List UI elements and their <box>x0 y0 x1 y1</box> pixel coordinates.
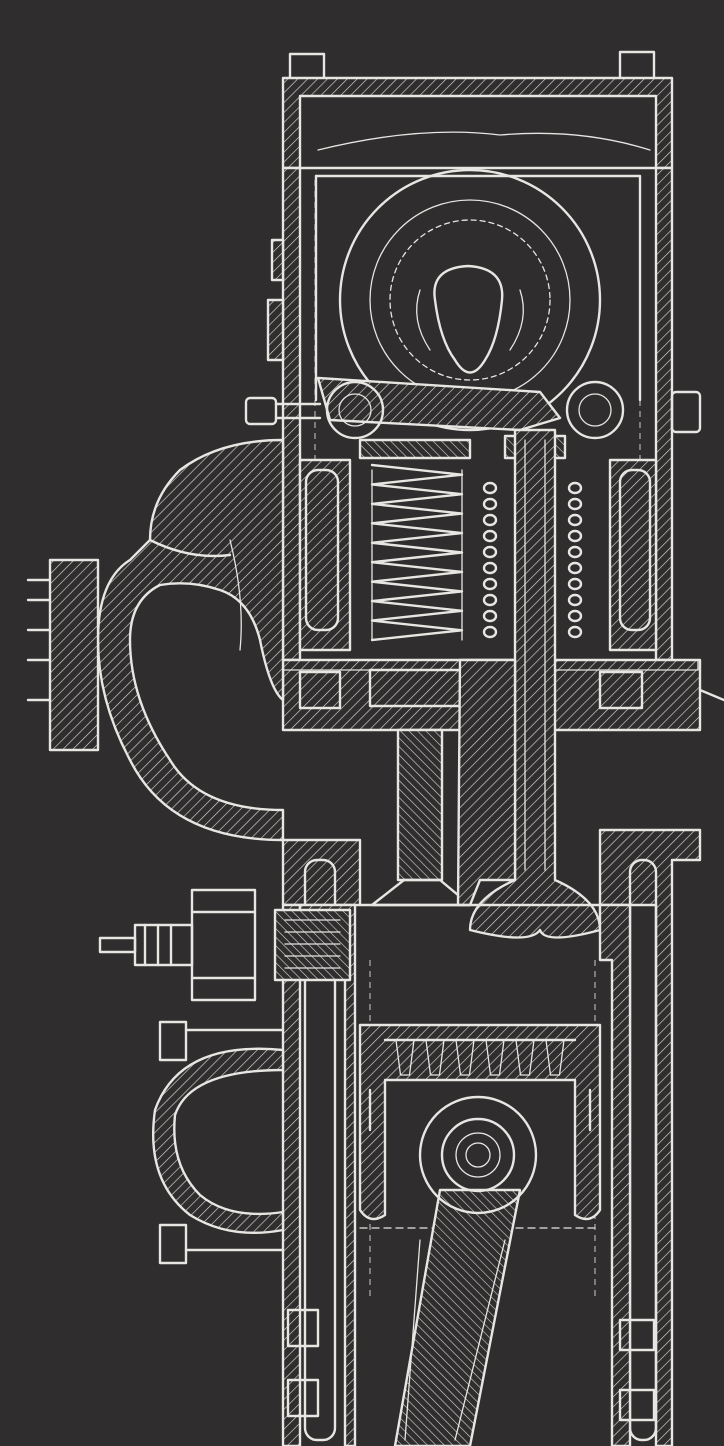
rocker-pivot-left <box>325 380 385 440</box>
inner-spring-right <box>567 481 583 639</box>
rocker-pivot-right <box>565 380 625 440</box>
intake-manifold <box>26 438 285 842</box>
piston <box>358 1023 602 1229</box>
spark-plug <box>98 888 352 1002</box>
inner-spring-left <box>482 481 498 639</box>
piston-crown-fins <box>389 1039 571 1076</box>
cam-lobe <box>433 264 504 374</box>
adjuster-screw-head <box>244 396 278 426</box>
plug-terminal <box>98 936 137 954</box>
cam-housing-ring <box>338 168 602 432</box>
shaft-nut-right <box>670 390 702 434</box>
base-studs <box>286 1308 656 1422</box>
lower-pipe-loop <box>151 1020 285 1265</box>
intake-flange <box>48 558 100 752</box>
base-stud-left-1 <box>286 1308 320 1348</box>
valve-head-left <box>370 878 472 907</box>
connecting-rod <box>393 1095 538 1446</box>
outer-valve-spring <box>370 463 464 642</box>
base-stud-right-2 <box>618 1388 656 1422</box>
spring-cap-left <box>358 438 472 460</box>
gudgeon-pin <box>440 1117 516 1193</box>
water-jacket-left <box>303 858 337 1442</box>
water-jacket-right <box>628 858 658 1442</box>
gudgeon-boss <box>418 1095 538 1215</box>
water-jackets <box>298 458 658 652</box>
valve-guide-left <box>396 728 444 882</box>
base-stud-left-2 <box>286 1378 320 1418</box>
rocker-arm <box>244 376 702 440</box>
plug-insulator <box>133 923 194 967</box>
rocker-cover <box>281 50 674 170</box>
stud-hole-left <box>298 670 342 710</box>
plug-hex-nut <box>190 888 257 1002</box>
pipe-flange-bottom <box>158 1223 188 1265</box>
base-stud-right-1 <box>618 1318 656 1352</box>
pipe-flange-top <box>158 1020 188 1062</box>
camshaft-assembly <box>314 168 642 432</box>
valves <box>370 428 602 939</box>
stud-hole-right <box>598 670 644 710</box>
